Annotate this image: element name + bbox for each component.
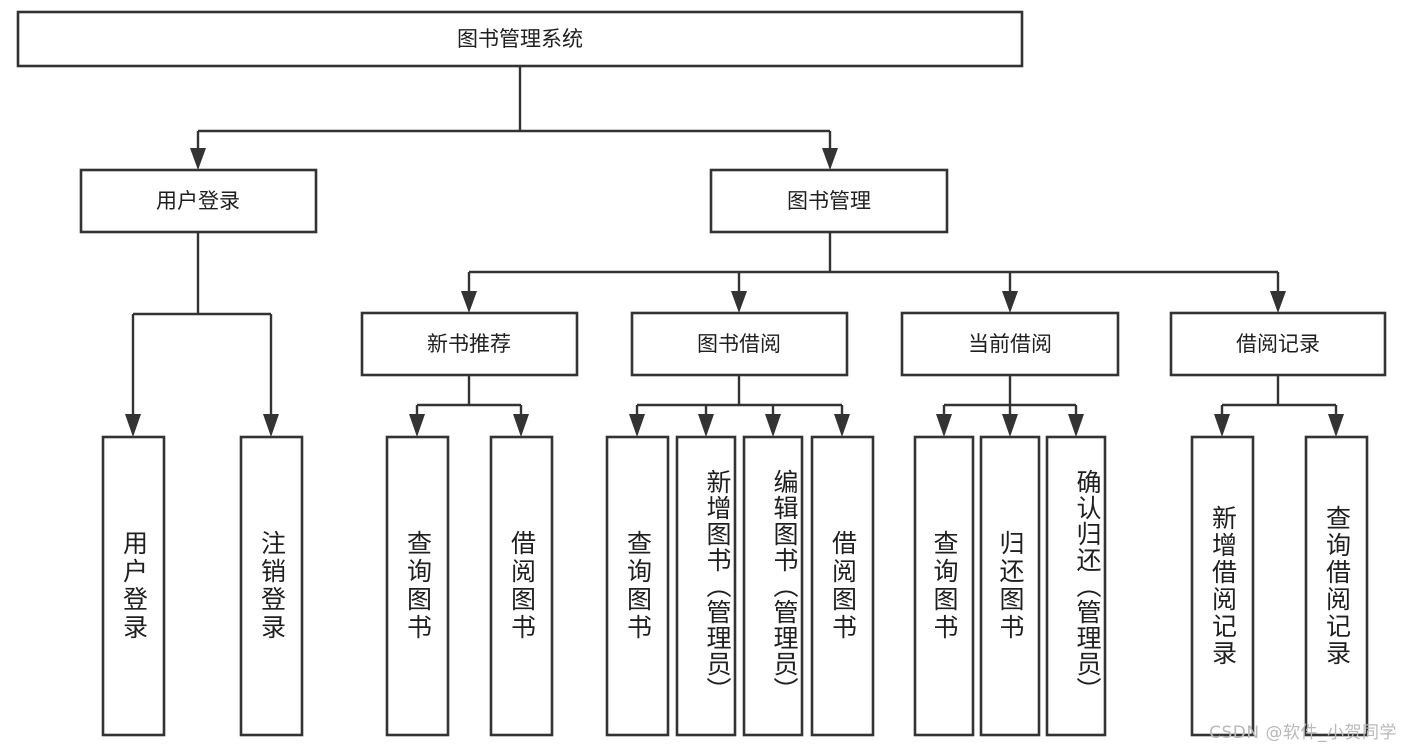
leaf-box-book-borrow-3[interactable] bbox=[742, 435, 804, 737]
leaf-label-user-login-1: 用户登录 bbox=[119, 530, 149, 642]
leaf-box-new-book-2[interactable] bbox=[489, 435, 554, 737]
edge-group-new-book-recommend-to-leaves bbox=[409, 375, 529, 437]
leaf-box-user-login-2[interactable] bbox=[239, 435, 304, 737]
node-root[interactable]: 图书管理系统 bbox=[16, 10, 1024, 68]
leaf-label-borrow-record-2: 查询借阅记录 bbox=[1322, 505, 1352, 667]
leaf-label-book-borrow-1: 查询图书 bbox=[623, 530, 653, 642]
leaf-label-borrow-record-1: 新增借阅记录 bbox=[1208, 505, 1238, 667]
arrow-borrow-record-leaf-1-icon bbox=[1214, 414, 1230, 437]
leaf-box-borrow-record-1[interactable] bbox=[1190, 435, 1255, 737]
arrow-current-borrow-leaf-3-icon bbox=[1068, 414, 1084, 437]
leaf-label-book-borrow-4: 借阅图书 bbox=[828, 530, 858, 642]
arrow-new-book-leaf-2-icon bbox=[513, 414, 529, 437]
leaf-box-current-borrow-3[interactable] bbox=[1045, 435, 1107, 737]
leaf-box-current-borrow-2[interactable] bbox=[979, 435, 1041, 737]
arrow-current-borrow-leaf-1-icon bbox=[936, 414, 952, 437]
leaf-box-current-borrow-1[interactable] bbox=[913, 435, 975, 737]
node-new-book-recommend[interactable]: 新书推荐 bbox=[360, 311, 579, 377]
node-user-login-label: 用户登录 bbox=[156, 189, 240, 213]
node-root-label: 图书管理系统 bbox=[457, 27, 583, 51]
arrow-book-borrow-leaf-2-icon bbox=[698, 414, 714, 437]
arrow-current-borrow-leaf-2-icon bbox=[1002, 414, 1018, 437]
arrow-root-to-user-login-icon bbox=[190, 148, 206, 170]
arrow-book-borrow-leaf-1-icon bbox=[629, 414, 645, 437]
node-current-borrow-box[interactable] bbox=[900, 311, 1120, 377]
arrow-user-login-leaf-2-icon bbox=[263, 414, 279, 437]
csdn-watermark: CSDN @软件_小贺同学 bbox=[1209, 723, 1397, 743]
node-borrow-record-label: 借阅记录 bbox=[1236, 332, 1320, 356]
edge-group-borrow-record-to-leaves bbox=[1214, 375, 1344, 437]
leaf-box-book-borrow-1[interactable] bbox=[605, 435, 670, 737]
arrow-borrow-record-leaf-2-icon bbox=[1328, 414, 1344, 437]
node-borrow-record[interactable]: 借阅记录 bbox=[1169, 311, 1387, 377]
edge-group-book-manage-to-level3 bbox=[461, 232, 1286, 313]
leaf-box-group bbox=[101, 435, 1369, 737]
node-borrow-record-box[interactable] bbox=[1169, 311, 1387, 377]
leaf-box-book-borrow-2[interactable] bbox=[675, 435, 737, 737]
arrow-to-book-borrow-icon bbox=[731, 291, 747, 313]
leaf-label-book-borrow-2: 新增图书（管理员） bbox=[703, 469, 732, 703]
arrow-book-borrow-leaf-3-icon bbox=[765, 414, 781, 437]
leaf-label-current-borrow-2: 归还图书 bbox=[996, 530, 1025, 642]
leaf-label-current-borrow-1: 查询图书 bbox=[930, 530, 959, 642]
leaf-label-new-book-1: 查询图书 bbox=[403, 530, 433, 642]
node-book-borrow-box[interactable] bbox=[630, 311, 849, 377]
leaf-label-book-borrow-3: 编辑图书（管理员） bbox=[770, 469, 799, 703]
edge-group-current-borrow-to-leaves bbox=[936, 375, 1084, 437]
leaf-label-current-borrow-3: 确认归还（管理员） bbox=[1073, 469, 1102, 703]
arrow-to-borrow-record-icon bbox=[1270, 291, 1286, 313]
node-new-book-recommend-label: 新书推荐 bbox=[427, 332, 511, 356]
edge-group-user-login-to-leaves bbox=[125, 232, 279, 437]
leaf-box-new-book-1[interactable] bbox=[385, 435, 450, 737]
node-book-borrow[interactable]: 图书借阅 bbox=[630, 311, 849, 377]
leaf-box-user-login-1[interactable] bbox=[101, 435, 166, 737]
leaf-label-user-login-2: 注销登录 bbox=[257, 530, 287, 642]
node-current-borrow-label: 当前借阅 bbox=[968, 332, 1052, 356]
leaf-label-new-book-2: 借阅图书 bbox=[507, 530, 537, 642]
node-book-manage-label: 图书管理 bbox=[787, 189, 871, 213]
arrow-user-login-leaf-1-icon bbox=[125, 414, 141, 437]
node-book-borrow-label: 图书借阅 bbox=[697, 332, 781, 356]
node-user-login-box[interactable] bbox=[79, 168, 318, 234]
edge-group-book-borrow-to-leaves bbox=[629, 375, 850, 437]
node-root-box[interactable] bbox=[16, 10, 1024, 68]
arrow-to-current-borrow-icon bbox=[1002, 291, 1018, 313]
arrow-to-new-book-recommend-icon bbox=[461, 291, 477, 313]
leaf-box-borrow-record-2[interactable] bbox=[1304, 435, 1369, 737]
arrow-book-borrow-leaf-4-icon bbox=[834, 414, 850, 437]
node-user-login[interactable]: 用户登录 bbox=[79, 168, 318, 234]
leaf-box-book-borrow-4[interactable] bbox=[810, 435, 875, 737]
node-book-manage[interactable]: 图书管理 bbox=[709, 168, 949, 234]
node-book-manage-box[interactable] bbox=[709, 168, 949, 234]
arrow-root-to-book-manage-icon bbox=[822, 148, 838, 170]
node-current-borrow[interactable]: 当前借阅 bbox=[900, 311, 1120, 377]
node-new-book-recommend-box[interactable] bbox=[360, 311, 579, 377]
arrow-new-book-leaf-1-icon bbox=[409, 414, 425, 437]
edge-group-root-to-level2 bbox=[190, 66, 838, 170]
